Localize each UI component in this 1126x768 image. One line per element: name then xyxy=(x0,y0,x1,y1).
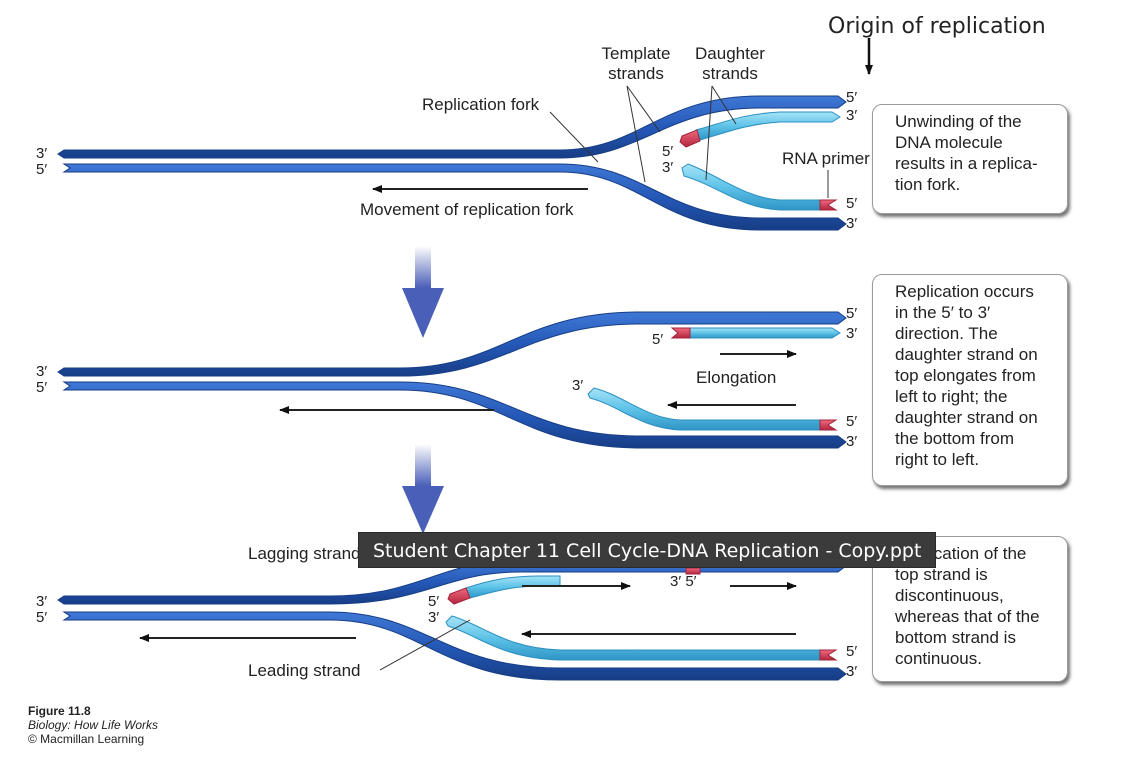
panel-2-diagram xyxy=(57,311,847,449)
end-label: 3′ xyxy=(36,593,48,610)
template-strands-label: Template strands xyxy=(601,44,671,83)
end-label: 3′ xyxy=(428,609,440,626)
rna-primer-lagging-2 xyxy=(685,567,701,575)
panel-1-diagram xyxy=(57,38,873,231)
movement-of-replication-fork-label: Movement of replication fork xyxy=(360,200,574,219)
template-strand-bottom-2 xyxy=(62,381,847,449)
daughter-strand-bottom-2 xyxy=(587,387,821,431)
end-label: 3′ 5′ xyxy=(670,573,697,590)
figure-number: Figure 11.8 xyxy=(28,704,91,718)
book-title: Biology: How Life Works xyxy=(28,718,159,732)
daughter-strand-bottom-1 xyxy=(681,163,821,211)
daughter-strand-leading xyxy=(445,615,821,661)
leader-template-top xyxy=(626,85,661,133)
daughter-strands-label: Daughter strands xyxy=(695,44,765,83)
end-label: 3′ xyxy=(662,159,674,176)
file-name-tooltip: Student Chapter 11 Cell Cycle-DNA Replic… xyxy=(358,532,937,568)
leading-strand-label: Leading strand xyxy=(248,661,361,680)
origin-of-replication-label: Origin of replication xyxy=(828,14,1046,39)
end-label: 5′ xyxy=(652,331,664,348)
template-strand-top-1 xyxy=(57,95,847,159)
end-label: 3′ xyxy=(36,145,48,162)
callout-replication-direction: Replication occurs in the 5′ to 3′ direc… xyxy=(872,274,1068,486)
leader-daughter-top xyxy=(711,85,737,125)
leader-replication-fork xyxy=(549,111,599,163)
rna-primer-bottom-1 xyxy=(819,199,838,211)
rna-primer-label: RNA primer xyxy=(782,149,870,168)
replication-fork-label: Replication fork xyxy=(422,95,540,114)
rna-primer-bottom-2 xyxy=(819,419,838,431)
rna-primer-lagging xyxy=(447,587,471,605)
end-label: 5′ xyxy=(428,593,440,610)
end-label: 5′ xyxy=(846,195,858,212)
figure-credit: Figure 11.8 Biology: How Life Works © Ma… xyxy=(28,704,158,746)
end-label: 3′ xyxy=(846,215,858,232)
end-label: 3′ xyxy=(846,107,858,124)
end-label: 3′ xyxy=(572,377,584,394)
end-label: 3′ xyxy=(846,433,858,450)
daughter-strand-top-2 xyxy=(689,327,841,339)
end-label: 5′ xyxy=(662,143,674,160)
process-arrow-1 xyxy=(402,246,444,338)
end-label: 5′ xyxy=(846,413,858,430)
callout-unwinding: Unwinding of the DNA molecule results in… xyxy=(872,104,1068,214)
panel-3-diagram xyxy=(57,559,847,681)
template-strand-bottom-3 xyxy=(62,611,847,681)
daughter-strand-top-1 xyxy=(695,111,841,141)
elongation-label: Elongation xyxy=(696,368,777,387)
end-label: 5′ xyxy=(846,643,858,660)
leader-leading-strand xyxy=(379,619,471,671)
lagging-strand-label: Lagging strand xyxy=(248,544,361,563)
rna-primer-top-1 xyxy=(679,129,701,148)
template-strand-top-2 xyxy=(57,311,847,377)
end-label: 5′ xyxy=(36,161,48,178)
end-label: 5′ xyxy=(846,305,858,322)
leader-template-bottom xyxy=(626,85,646,183)
end-label: 3′ xyxy=(846,325,858,342)
template-strand-top-3 xyxy=(57,559,847,605)
rna-primer-top-2 xyxy=(670,327,691,339)
end-label: 3′ xyxy=(36,363,48,380)
leader-daughter-bottom xyxy=(705,85,713,181)
template-strand-bottom-1 xyxy=(62,163,847,231)
end-label: 5′ xyxy=(36,609,48,626)
publisher: © Macmillan Learning xyxy=(28,732,145,746)
process-arrow-2 xyxy=(402,444,444,534)
end-label: 5′ xyxy=(36,379,48,396)
end-label: 5′ xyxy=(846,89,858,106)
rna-primer-leading xyxy=(819,649,838,661)
end-label: 3′ xyxy=(846,663,858,680)
